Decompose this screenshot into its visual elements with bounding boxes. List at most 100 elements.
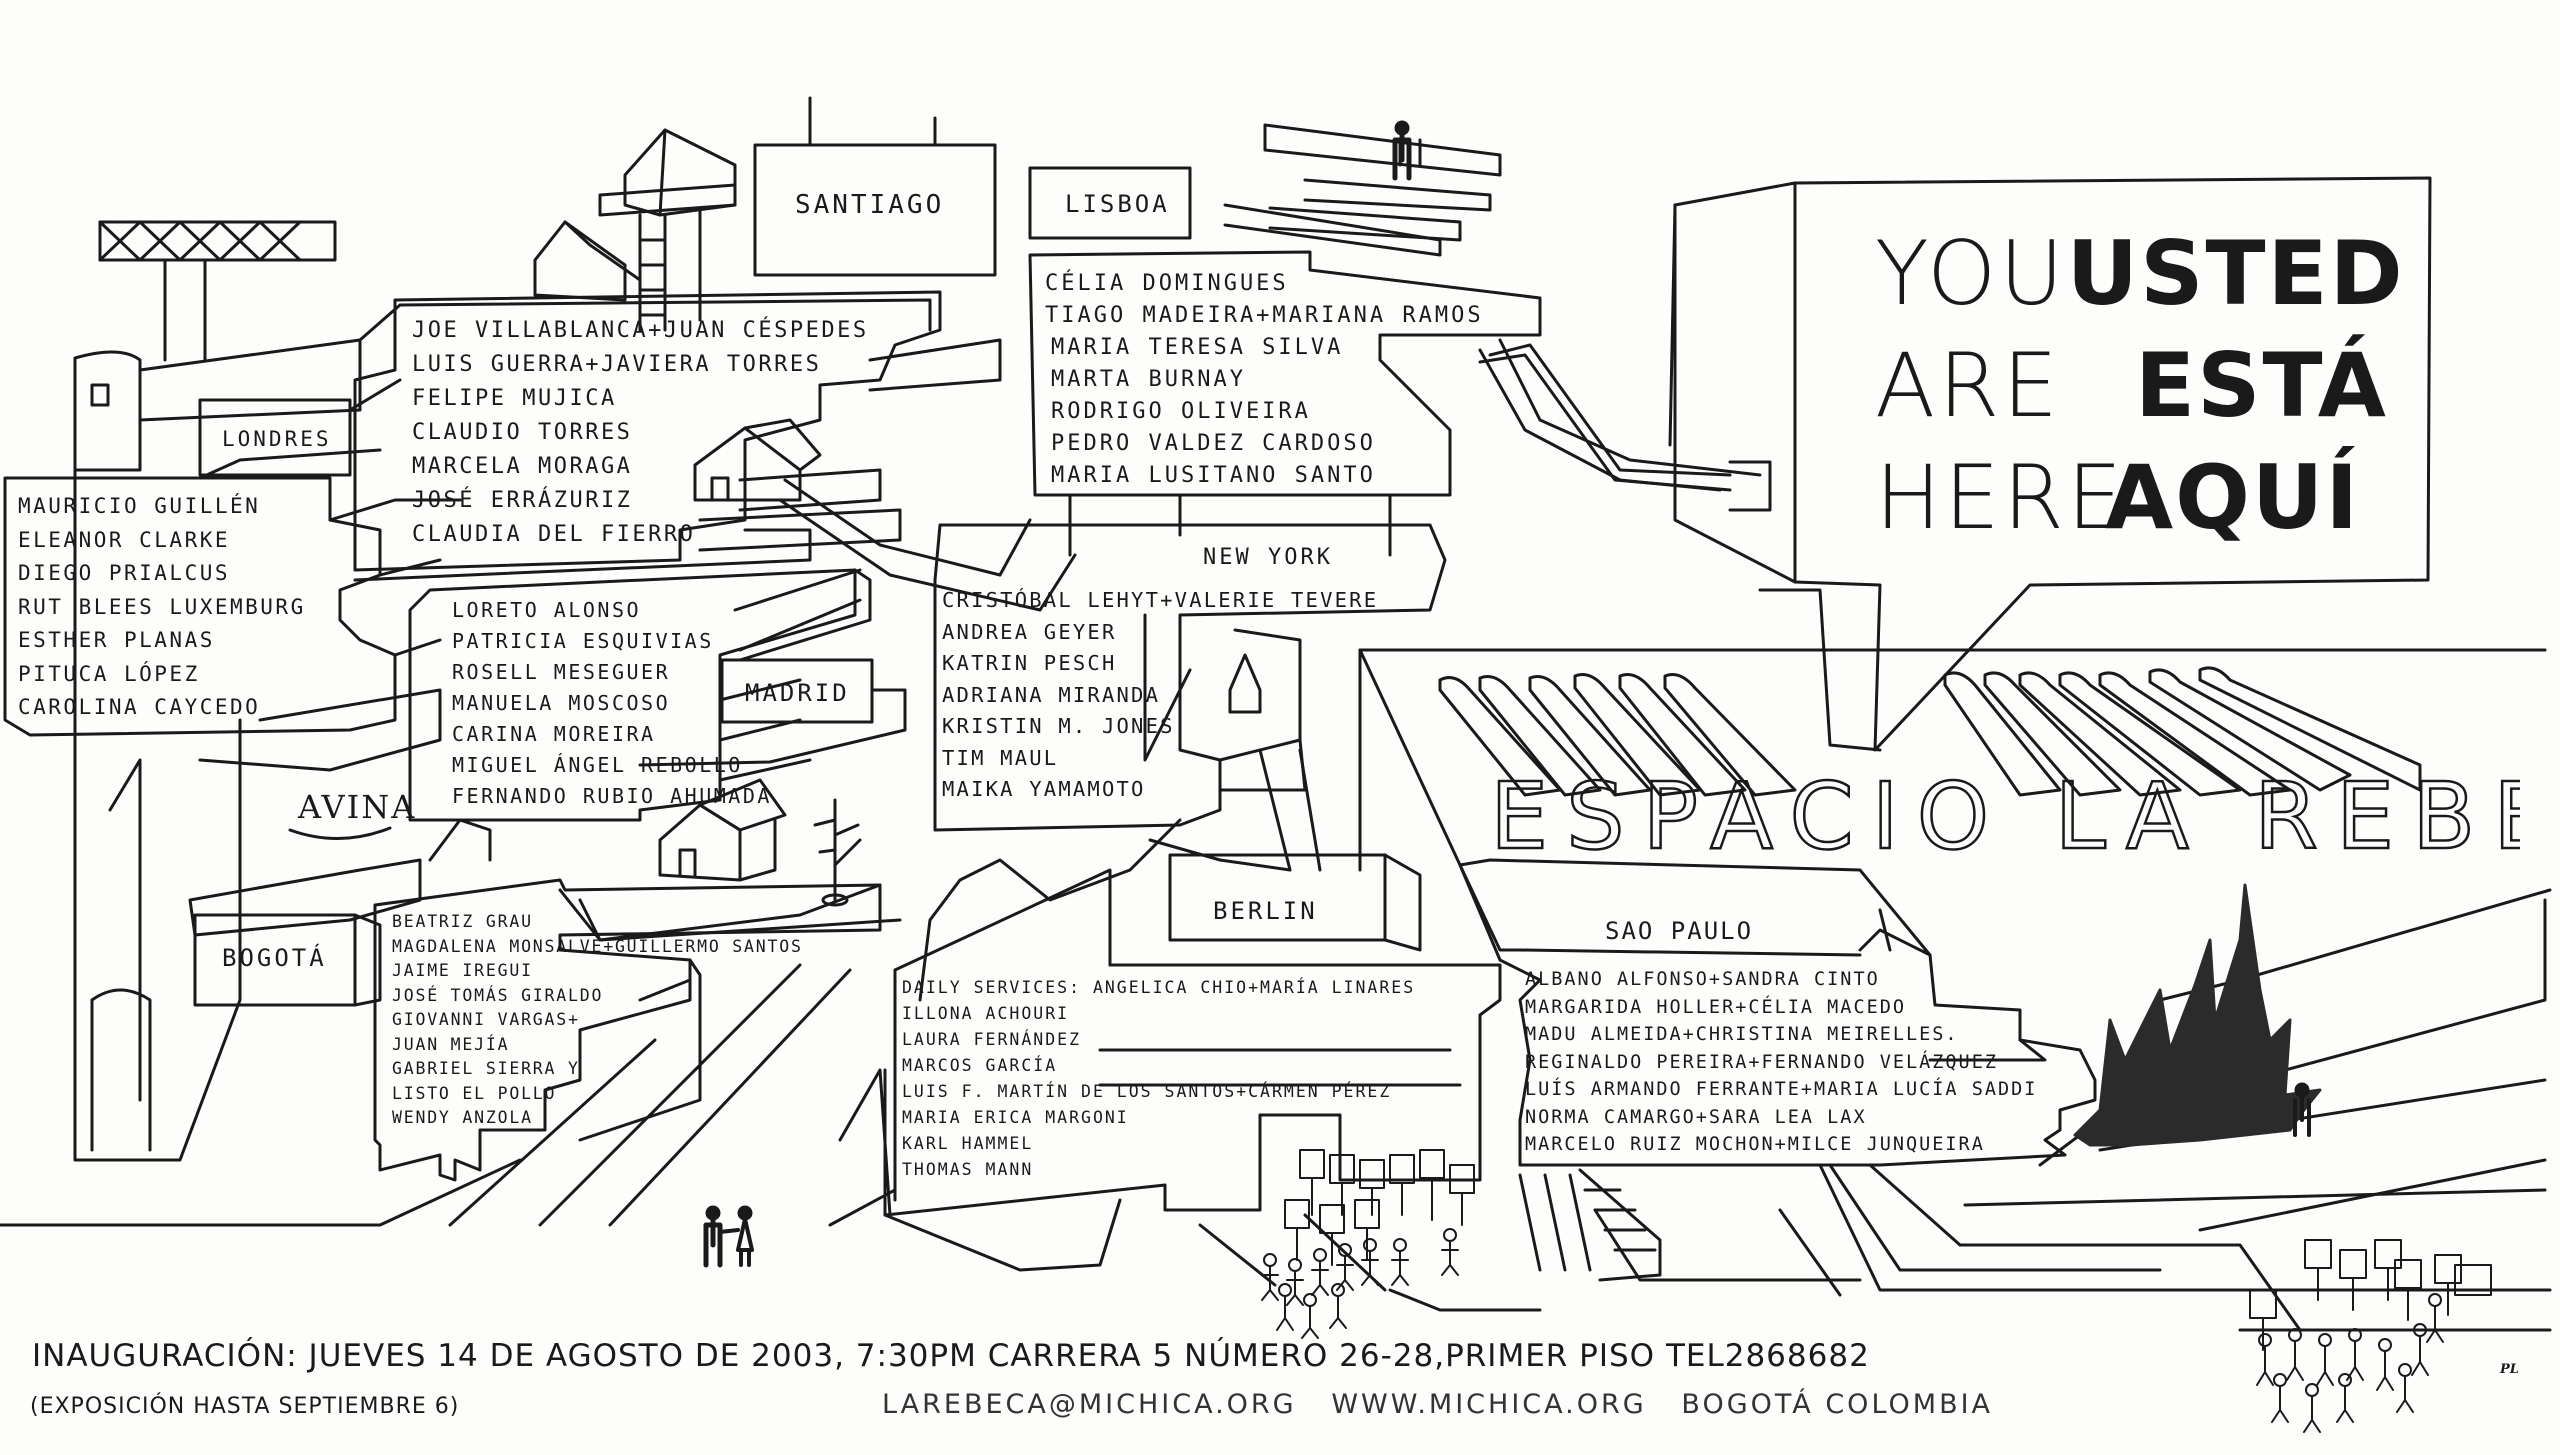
artist-name: PITUCA LÓPEZ — [18, 661, 200, 686]
svg-text:AVINA: AVINA — [297, 788, 416, 826]
artist-name: MARIA TERESA SILVA — [1051, 335, 1344, 360]
santiago-sign-frame — [753, 143, 997, 277]
artist-name: MANUELA MOSCOSO — [452, 691, 671, 715]
artist-name: MARCELA MORAGA — [412, 454, 633, 479]
house-icon — [693, 418, 822, 502]
speech-row: HERE AQUÍ — [1875, 442, 2395, 554]
footer-exhibition-dates: (EXPOSICIÓN HASTA SEPTIEMBRE 6) — [30, 1394, 460, 1419]
artist-list-madrid: LORETO ALONSO PATRICIA ESQUIVIAS ROSELL … — [452, 595, 772, 812]
speech-row: YOU USTED — [1875, 218, 2403, 330]
artist-name: CARINA MOREIRA — [452, 722, 656, 746]
artist-name: ILLONA ACHOURI — [902, 1004, 1070, 1023]
artist-name: KARL HAMMEL — [902, 1134, 1034, 1153]
espacio-bars — [1358, 648, 2547, 872]
artist-name: ADRIANA MIRANDA — [942, 682, 1161, 707]
artist-name: JAIME IREGUI — [392, 961, 533, 980]
artist-name: MARGARIDA HOLLER+CÉLIA MACEDO — [1525, 996, 1907, 1018]
artist-name: DAILY SERVICES: ANGELICA CHIO+MARÍA LINA… — [902, 978, 1416, 997]
artist-name: ALBANO ALFONSO+SANDRA CINTO — [1525, 969, 1880, 990]
venue-title: ESPACIO LA REBECA — [1490, 763, 2520, 870]
artist-name: GABRIEL SIERRA Y — [392, 1059, 580, 1078]
artist-name: MARIA ERICA MARGONI — [902, 1108, 1129, 1127]
artist-name: LUÍS ARMANDO FERRANTE+MARIA LUCÍA SADDI — [1525, 1079, 2038, 1100]
artist-name: BEATRIZ GRAU — [392, 912, 533, 931]
city-label-madrid: MADRID — [745, 679, 850, 707]
artist-name: LUIS GUERRA+JAVIERA TORRES — [412, 352, 822, 377]
fire-blob-icon — [2073, 883, 2322, 1147]
artist-name: LORETO ALONSO — [452, 598, 642, 622]
bogota-sign-frame — [193, 913, 357, 1007]
city-label-new-york: NEW YORK — [1203, 545, 1333, 570]
artist-list-bogota: BEATRIZ GRAU MAGDALENA MONSALVE+GUILLERM… — [392, 910, 803, 1131]
crane-icon — [98, 220, 337, 362]
speech-bubble — [1478, 176, 2432, 752]
berlin-sign-frame — [1168, 853, 1387, 942]
artist-initials: PL — [2500, 1362, 2519, 1377]
artist-name: LUIS F. MARTÍN DE LOS SANTOS+CÁRMEN PÉRE… — [902, 1082, 1392, 1101]
artist-name: DIEGO PRIALCUS — [18, 561, 231, 585]
city-label-sao-paulo: SAO PAULO — [1605, 917, 1754, 945]
artist-list-lisboa: CÉLIA DOMINGUES TIAGO MADEIRA+MARIANA RA… — [1045, 268, 1484, 492]
speech-spanish: ESTÁ — [2135, 334, 2388, 437]
artist-name: MARIA LUSITANO SANTO — [1051, 463, 1376, 488]
speech-spanish: USTED — [2066, 222, 2405, 325]
avina-logo: AVINA — [288, 788, 416, 841]
artist-name: JUAN MEJÍA — [392, 1034, 510, 1054]
artist-list-londres: MAURICIO GUILLÉN ELEANOR CLARKE DIEGO PR… — [18, 490, 306, 725]
artist-name: ANDREA GEYER — [942, 619, 1117, 644]
artist-name: CRISTÓBAL LEHYT+VALERIE TEVERE — [942, 588, 1379, 612]
artist-name: LAURA FERNÁNDEZ — [902, 1030, 1082, 1049]
artist-name: THOMAS MANN — [902, 1160, 1034, 1179]
city-label-santiago: SANTIAGO — [795, 190, 945, 220]
artist-list-berlin: DAILY SERVICES: ANGELICA CHIO+MARÍA LINA… — [902, 975, 1415, 1183]
speech-spanish: AQUÍ — [2105, 446, 2361, 549]
artist-name: PATRICIA ESQUIVIAS — [452, 629, 714, 653]
house-icon — [598, 128, 737, 332]
artist-name: ELEANOR CLARKE — [18, 527, 231, 552]
artist-name: MARCOS GARCÍA — [902, 1056, 1058, 1075]
speech-english: YOU — [1875, 222, 2067, 325]
artist-name: TIM MAUL — [942, 745, 1059, 770]
artist-name: GIOVANNI VARGAS+ — [392, 1010, 580, 1029]
speech-english: ARE — [1875, 334, 2061, 437]
tree-icon — [813, 798, 862, 907]
you-are-here-text: YOU USTED ARE ESTÁ HERE AQUÍ — [1875, 218, 2403, 608]
artist-name: TIAGO MADEIRA+MARIANA RAMOS — [1045, 303, 1484, 328]
artist-name: KATRIN PESCH — [942, 651, 1117, 675]
speech-english: HERE — [1875, 446, 2126, 549]
venue-title-graphic: ESPACIO LA REBECA — [1489, 762, 2520, 870]
artist-name: JOE VILLABLANCA+JUAN CÉSPEDES — [412, 318, 869, 343]
city-label-lisboa: LISBOA — [1065, 190, 1170, 218]
artist-name: FERNANDO RUBIO AHUMADA — [452, 784, 772, 808]
artist-name: MAURICIO GUILLÉN — [18, 494, 261, 518]
artist-name: MAIKA YAMAMOTO — [942, 777, 1146, 801]
artist-list-santiago: JOE VILLABLANCA+JUAN CÉSPEDES LUIS GUERR… — [412, 314, 869, 552]
footer-contact: LAREBECA@MICHICA.ORG WWW.MICHICA.ORG BOG… — [882, 1389, 1994, 1420]
artist-name: RUT BLEES LUXEMBURG — [18, 594, 306, 619]
city-label-bogota: BOGOTÁ — [222, 944, 327, 972]
artist-name: MAGDALENA MONSALVE+GUILLERMO SANTOS — [392, 936, 803, 956]
city-label-londres: LONDRES — [222, 427, 332, 451]
artist-name: NORMA CAMARGO+SARA LEA LAX — [1525, 1106, 1867, 1128]
artist-name: CLAUDIA DEL FIERRO — [412, 522, 696, 547]
person-icon — [703, 1205, 754, 1268]
artist-name: MARCELO RUIZ MOCHON+MILCE JUNQUEIRA — [1525, 1134, 1985, 1155]
artist-name: CLAUDIO TORRES — [412, 420, 633, 445]
footer-opening-info: INAUGURACIÓN: JUEVES 14 DE AGOSTO DE 200… — [32, 1338, 1870, 1374]
artist-name: MARTA BURNAY — [1051, 367, 1246, 392]
artist-name: WENDY ANZOLA — [392, 1108, 533, 1127]
artist-name: RODRIGO OLIVEIRA — [1051, 399, 1311, 424]
artist-name: FELIPE MUJICA — [412, 386, 617, 411]
lisboa-sign-frame — [1028, 166, 1192, 240]
house-icon — [533, 220, 642, 302]
artist-list-new-york: CRISTÓBAL LEHYT+VALERIE TEVERE ANDREA GE… — [942, 585, 1378, 806]
speech-row: ARE ESTÁ — [1875, 330, 2395, 442]
artist-name: JOSÉ TOMÁS GIRALDO — [392, 985, 604, 1005]
artist-name: CAROLINA CAYCEDO — [18, 695, 261, 719]
artist-name: KRISTIN M. JONES — [942, 714, 1175, 738]
protest-crowd-icon — [1261, 1149, 1475, 1339]
artist-name: REGINALDO PEREIRA+FERNANDO VELÁZQUEZ — [1525, 1051, 1998, 1073]
artist-name: LISTO EL POLLO — [392, 1083, 557, 1103]
